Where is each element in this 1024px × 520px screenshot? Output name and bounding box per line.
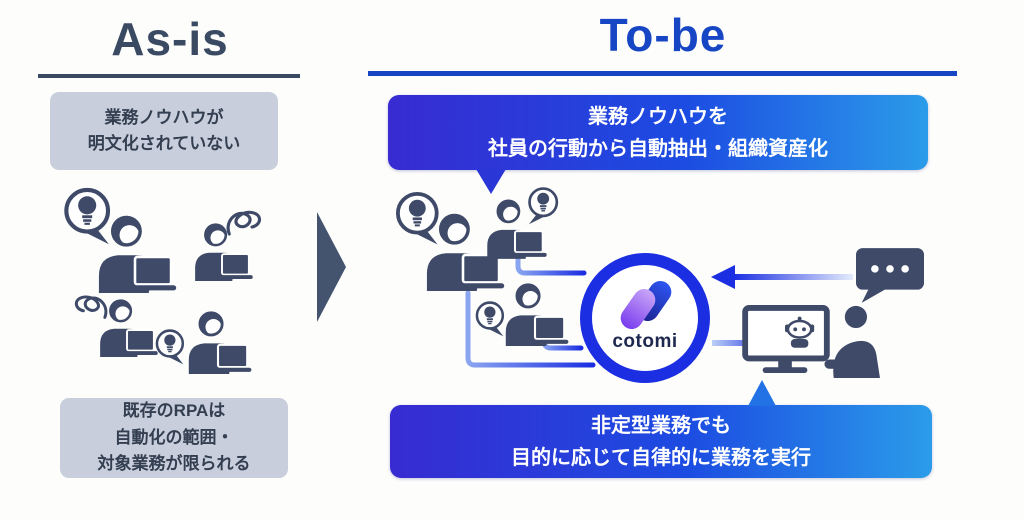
as-is-problem-bottom-line1: 既存のRPAは <box>122 401 226 421</box>
as-is-problem-top-line1: 業務ノウハウが <box>104 107 224 127</box>
person-laptop-icon <box>187 311 253 374</box>
to-be-callout-bottom-line2: 目的に応じて自律的に業務を実行 <box>511 446 811 469</box>
arrow-to-cotomi-icon <box>711 265 853 289</box>
callout-tail-up <box>748 380 776 406</box>
idea-bubble-icon <box>66 190 109 244</box>
as-is-underline <box>38 74 300 78</box>
to-be-callout-top-line1: 業務ノウハウを <box>588 105 728 128</box>
connector-line <box>465 290 596 368</box>
person-desk-icon <box>824 305 880 378</box>
idea-bubble-icon <box>527 187 559 226</box>
connector-line <box>541 325 584 351</box>
as-is-title: As-is <box>111 13 229 65</box>
idea-bubble-icon <box>475 301 505 338</box>
confusion-scribble-icon <box>226 210 262 236</box>
to-be-callout-bottom: 非定型業務でも 目的に応じて自律的に業務を実行 <box>390 380 932 478</box>
cotomi-logo-icon <box>620 280 672 330</box>
person-laptop-icon <box>193 223 254 281</box>
chat-dots-icon <box>856 248 924 303</box>
person-laptop-icon <box>98 299 159 357</box>
flow-arrow-icon <box>317 212 346 322</box>
callout-tail-down <box>476 169 506 194</box>
cotomi-circle: cotomi <box>580 253 710 383</box>
as-is-problem-box-top: 業務ノウハウが 明文化されていない <box>50 92 278 170</box>
tobe-people-cluster <box>395 187 570 346</box>
idea-bubble-icon <box>395 191 440 247</box>
as-is-problem-bottom-line3: 対象業務が限られる <box>97 454 251 474</box>
connector-line <box>515 247 587 276</box>
person-laptop-icon <box>425 213 506 291</box>
as-is-people-cluster <box>66 190 262 374</box>
as-is-problem-top-line2: 明文化されていない <box>87 134 241 153</box>
to-be-title: To-be <box>599 9 727 61</box>
cotomi-logo-label: cotomi <box>612 331 678 352</box>
to-be-callout-top-line2: 社員の行動から自動抽出・組織資産化 <box>488 137 828 160</box>
person-laptop-icon <box>504 283 570 346</box>
as-is-problem-box-bottom: 既存のRPAは 自動化の範囲・ 対象業務が限られる <box>60 398 288 478</box>
arrow-to-monitor-icon <box>712 331 793 355</box>
as-is-problem-bottom-line2: 自動化の範囲・ <box>114 427 234 447</box>
confusion-scribble-icon <box>74 295 108 319</box>
monitor-bot-icon <box>745 308 827 373</box>
idea-bubble-icon <box>155 329 185 366</box>
person-laptop-icon <box>97 215 178 293</box>
to-be-underline <box>368 71 957 76</box>
person-laptop-icon <box>485 199 548 259</box>
to-be-callout-top: 業務ノウハウを 社員の行動から自動抽出・組織資産化 <box>388 95 928 194</box>
tobe-connector-lines <box>465 247 596 368</box>
to-be-callout-bottom-line1: 非定型業務でも <box>591 414 731 437</box>
